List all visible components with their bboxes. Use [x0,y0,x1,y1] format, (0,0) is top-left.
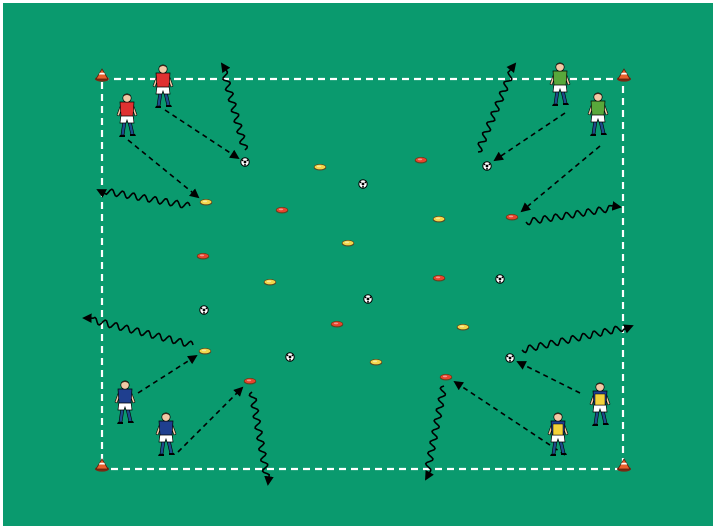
yellow-marker-cone [314,164,326,170]
yellow-marker-cone [199,348,211,354]
red-marker-cone [433,275,445,281]
ball [483,162,491,170]
yellow-marker-cone [457,324,469,330]
ball [364,295,372,303]
red-marker-cone [244,378,256,384]
ball [286,353,294,361]
red-marker-cone [276,207,288,213]
red-marker-cone [331,321,343,327]
yellow-marker-cone [433,216,445,222]
red-marker-cone [440,374,452,380]
red-marker-cone [415,157,427,163]
yellow-marker-cone [200,199,212,205]
red-marker-cone [197,253,209,259]
ball [200,306,208,314]
ball [496,275,504,283]
yellow-marker-cone [342,240,354,246]
red-marker-cone [506,214,518,220]
yellow-marker-cone [264,279,276,285]
ball [506,354,514,362]
yellow-marker-cone [370,359,382,365]
ball [241,158,249,166]
ball [359,180,367,188]
